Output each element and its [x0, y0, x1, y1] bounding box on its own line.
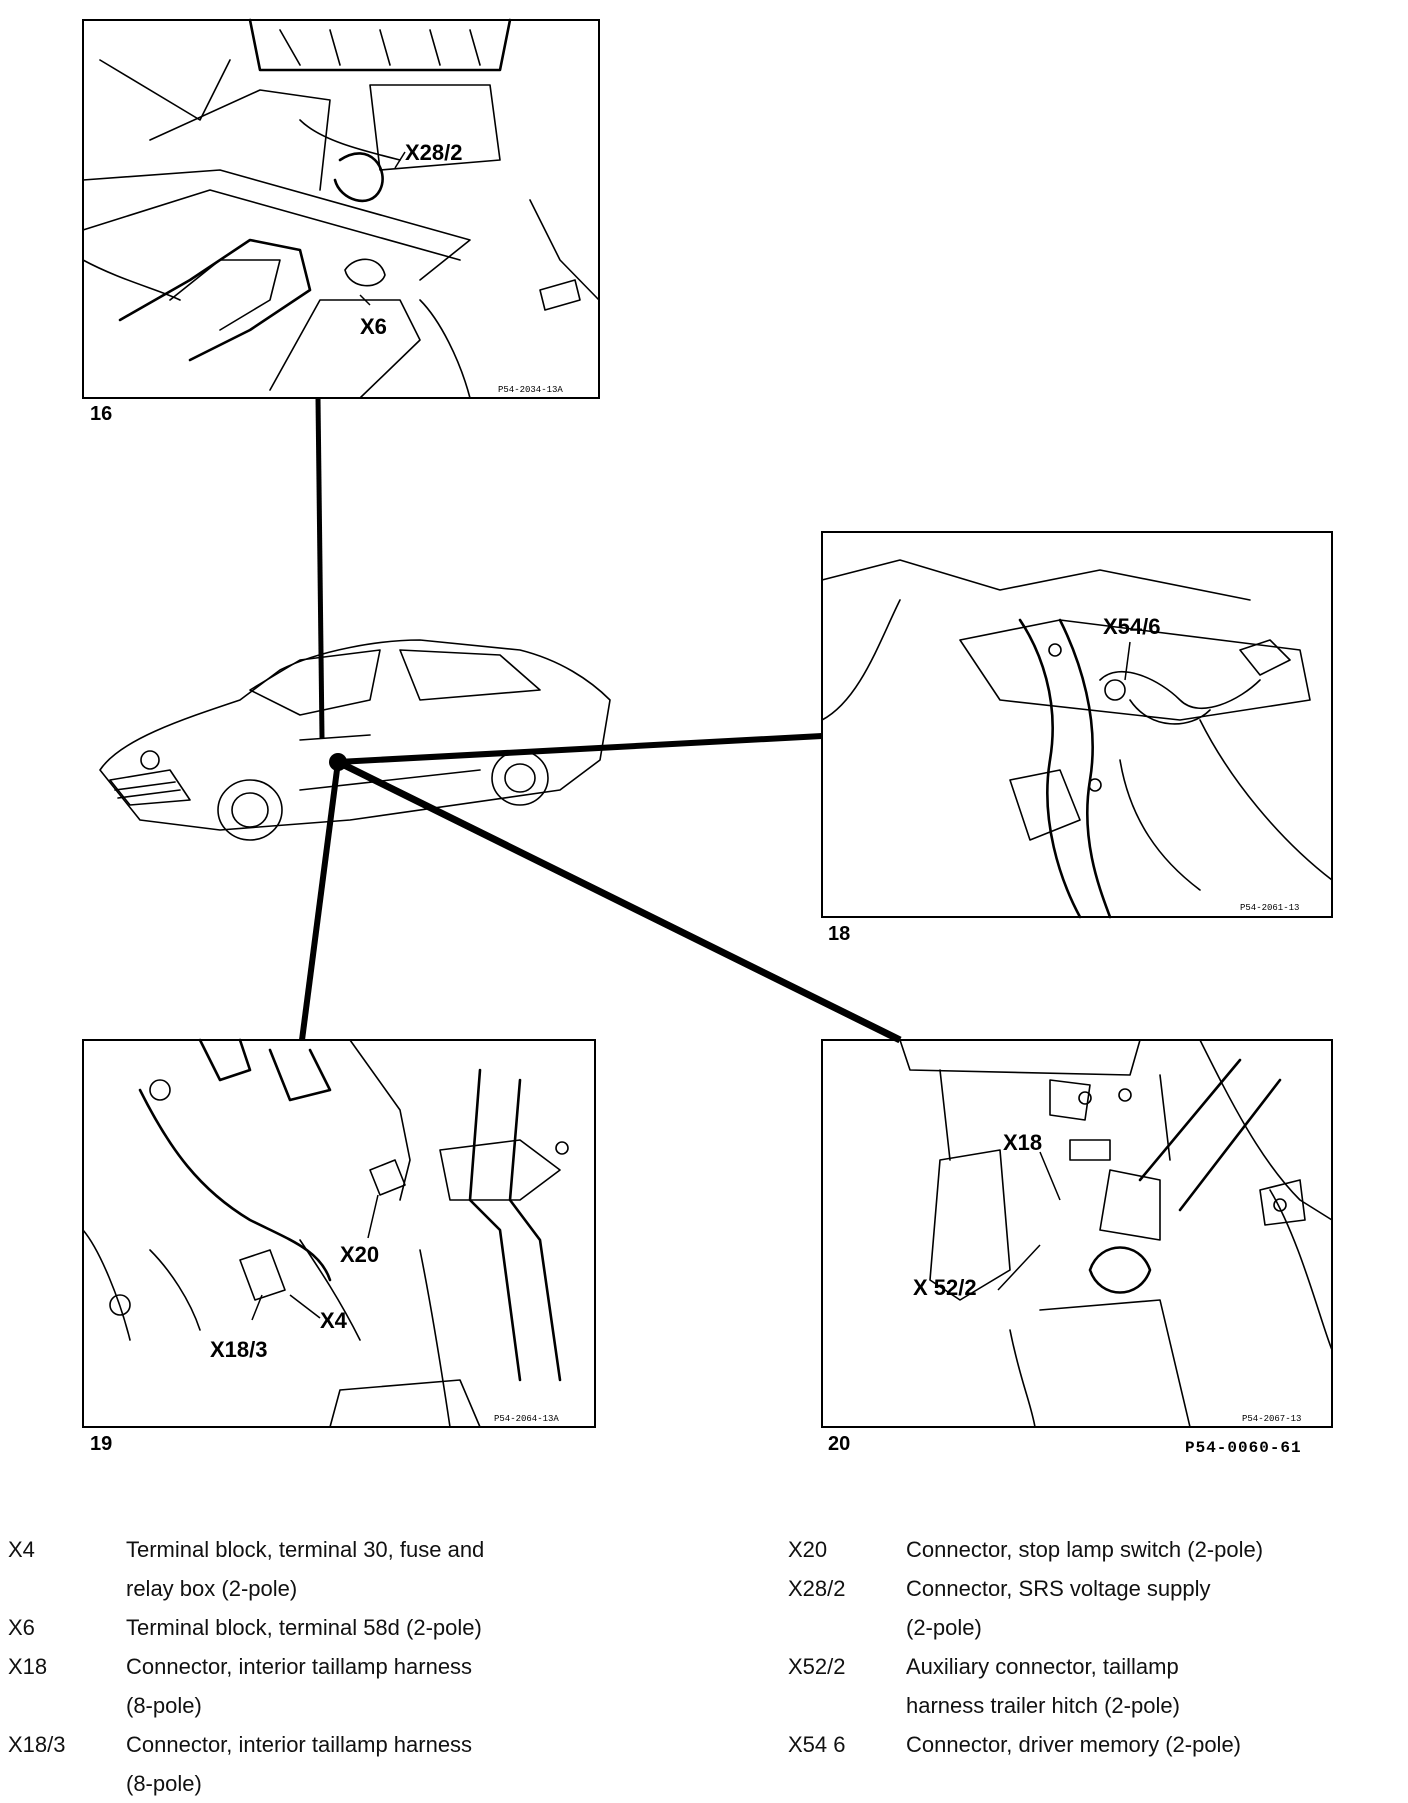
legend-item: X18 Connector, interior taillamp harness…	[8, 1647, 648, 1725]
legend-item: X6 Terminal block, terminal 58d (2-pole)	[8, 1608, 648, 1647]
legend-item: X20 Connector, stop lamp switch (2-pole)	[788, 1530, 1408, 1569]
legend-code: X20	[788, 1537, 828, 1562]
legend-item: X28/2 Connector, SRS voltage supply(2-po…	[788, 1569, 1408, 1647]
panel-19-ref: P54-2064-13A	[494, 1414, 559, 1424]
legend-item: X54 6 Connector, driver memory (2-pole)	[788, 1725, 1408, 1764]
callout-x18: X18	[1003, 1130, 1042, 1155]
panel-18-number: 18	[828, 923, 850, 945]
legend-code: X18	[8, 1654, 48, 1679]
legend: X4 Terminal block, terminal 30, fuse and…	[0, 1530, 1408, 1796]
callout-x4: X4	[320, 1308, 348, 1333]
legend-item: X18/3 Connector, interior taillamp harne…	[8, 1725, 648, 1803]
callout-x20: X20	[340, 1242, 379, 1267]
car-illustration	[99, 639, 611, 841]
legend-column-left: X4 Terminal block, terminal 30, fuse and…	[8, 1530, 648, 1803]
panel-16-ref: P54-2034-13A	[498, 385, 563, 395]
figure-ref: P54-0060-61	[1185, 1439, 1302, 1457]
legend-code: X28/2	[788, 1576, 846, 1601]
legend-description: Connector, stop lamp switch (2-pole)	[906, 1537, 1264, 1562]
legend-description: Connector, interior taillamp harness(8-p…	[126, 1732, 473, 1796]
panel-19: X20 X18/3 X4 P54-2064-13A 19	[82, 1038, 596, 1455]
legend-description: Connector, interior taillamp harness(8-p…	[126, 1654, 473, 1718]
legend-description: Connector, driver memory (2-pole)	[906, 1732, 1242, 1757]
panel-20-illustration	[899, 1039, 1333, 1428]
legend-code: X54 6	[788, 1732, 846, 1757]
legend-code: X18/3	[8, 1732, 66, 1757]
connector-location-diagram: X28/2 X6 P54-2034-13A 16 X54/6 P54-2061-…	[82, 18, 1333, 1457]
panel-19-illustration	[82, 1038, 569, 1428]
callout-x28-2: X28/2	[405, 140, 463, 165]
callout-x54-6: X54/6	[1103, 614, 1161, 639]
panel-19-number: 19	[90, 1433, 112, 1455]
legend-description: Connector, SRS voltage supply(2-pole)	[906, 1576, 1211, 1640]
legend-description: Terminal block, terminal 58d (2-pole)	[126, 1615, 482, 1640]
callout-x52-2: X 52/2	[913, 1275, 977, 1300]
panel-18: X54/6 P54-2061-13 18	[821, 531, 1333, 945]
legend-code: X52/2	[788, 1654, 846, 1679]
panel-16: X28/2 X6 P54-2034-13A 16	[82, 18, 600, 425]
panel-20-number: 20	[828, 1433, 850, 1455]
panel-20-ref: P54-2067-13	[1242, 1414, 1301, 1424]
legend-item: X4 Terminal block, terminal 30, fuse and…	[8, 1530, 648, 1608]
panel-16-number: 16	[90, 403, 112, 425]
callout-x6: X6	[360, 314, 387, 339]
legend-code: X6	[8, 1615, 35, 1640]
legend-code: X4	[8, 1537, 35, 1562]
panel-18-illustration	[821, 559, 1333, 919]
panel-16-illustration	[82, 18, 600, 399]
leader-lines	[299, 397, 902, 1044]
callout-x18-3: X18/3	[210, 1337, 268, 1362]
panel-18-ref: P54-2061-13	[1240, 903, 1299, 913]
panel-20: X18 X 52/2 P54-2067-13 20 P54-0060-61	[821, 1039, 1333, 1457]
legend-column-right: X20 Connector, stop lamp switch (2-pole)…	[788, 1530, 1408, 1764]
